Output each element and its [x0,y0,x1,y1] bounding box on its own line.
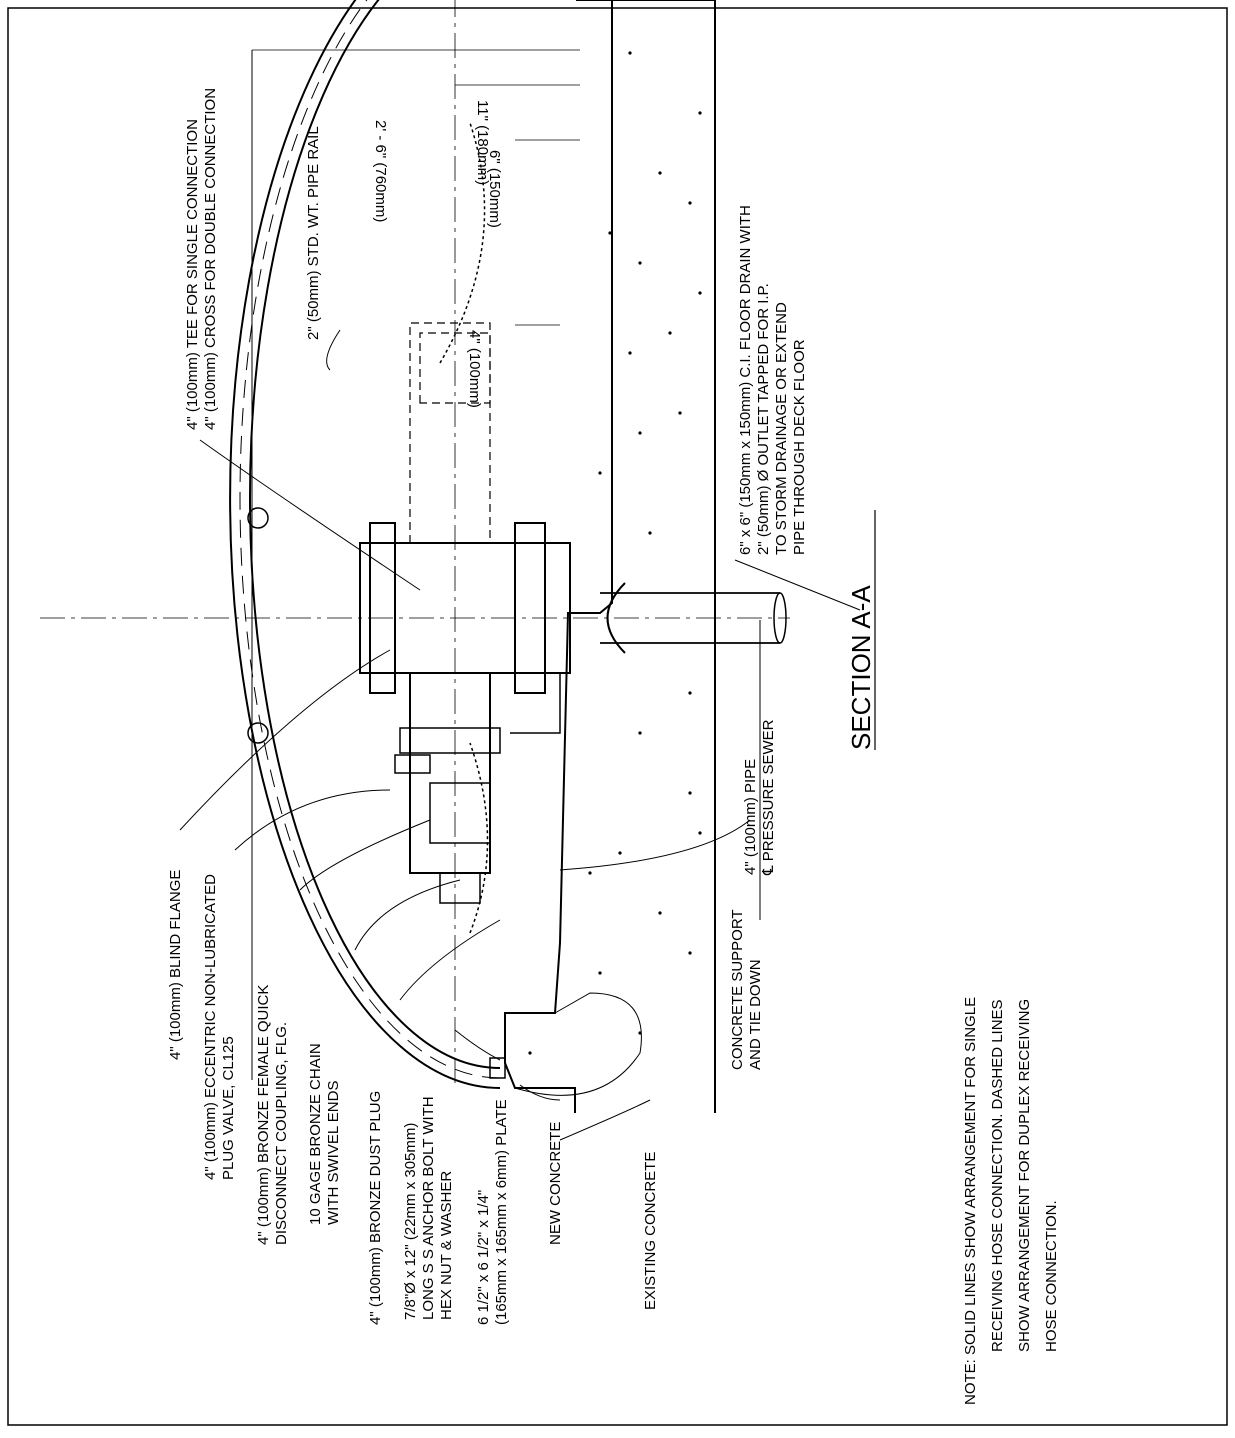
section-geometry [40,0,790,1113]
label-chain-2: WITH SWIVEL ENDS [325,1081,342,1225]
valve-flange-left [399,727,501,754]
label-dust-plug: 4" (100mm) BRONZE DUST PLUG [367,1091,384,1325]
section-title: SECTION A-A [846,585,876,750]
note-line4: HOSE CONNECTION. [1043,1200,1060,1352]
label-anchor-1: 7/8"Ø x 12" (22mm x 305mm) [402,1123,419,1320]
label-coupling-2: DISCONNECT COUPLING, FLG. [273,1022,290,1245]
chain-left [469,742,489,934]
dim-6: 6" (150mm) [486,150,503,228]
chain-right [439,122,486,364]
quick-coupling [429,782,491,844]
label-floor-drain-2: 2" (50mm) Ø OUTLET TAPPED FOR I.P. [755,283,772,555]
label-concrete-support-1: CONCRETE SUPPORT [729,909,746,1070]
label-pipe-100: 4" (100mm) PIPE [742,759,759,875]
label-plug-valve-2: PLUG VALVE, CL125 [220,1036,237,1180]
label-pressure-sewer: ℄ PRESSURE SEWER [760,719,777,876]
leader-lines [179,329,861,1141]
label-anchor-2: LONG S S ANCHOR BOLT WITH [420,1096,437,1320]
dim-overall: 2' - 6" (760mm) [372,120,389,222]
label-floor-drain-1: 6" x 6" (150mm x 150mm) C.I. FLOOR DRAIN… [737,205,754,555]
pipe-rail-centerline [239,0,501,1079]
pipe-rail-outer [229,0,501,1089]
label-plate-2: (165mm x 165mm x 6mm) PLATE [493,1099,510,1325]
duplex-valve [409,322,491,544]
drawing-border [7,7,1228,1426]
anchor-embed-left [514,992,642,1096]
label-pipe-rail: 2" (50mm) STD. WT. PIPE RAIL [305,126,322,340]
label-tee-line1: 4" (100mm) TEE FOR SINGLE CONNECTION [184,119,201,430]
concrete-stipple [528,51,702,1055]
rail-marker-right [247,507,269,529]
label-coupling-1: 4" (100mm) BRONZE FEMALE QUICK [255,985,272,1245]
label-floor-drain-4: PIPE THROUGH DECK FLOOR [791,339,808,555]
anchor-bolt-left [489,1057,506,1079]
rail-marker-left [247,722,269,744]
pipe-rail-inner [249,0,501,1069]
label-concrete-support-2: AND TIE DOWN [747,959,764,1070]
label-new-concrete: NEW CONCRETE [547,1122,564,1245]
tee-body [359,542,571,674]
valve-stem [394,754,431,774]
labels: 4" (100mm) TEE FOR SINGLE CONNECTION 4" … [167,88,1060,1405]
label-anchor-3: HEX NUT & WASHER [438,1171,455,1320]
label-plug-valve-1: 4" (100mm) ECCENTRIC NON-LUBRICATED [202,874,219,1180]
note-line2: RECEIVING HOSE CONNECTION. DASHED LINES [989,999,1006,1352]
note-line3: SHOW ARRANGEMENT FOR DUPLEX RECEIVING [1016,999,1033,1352]
concrete-support [510,673,561,734]
bottom-flange [514,522,546,694]
label-plate-1: 6 1/2" x 6 1/2" x 1/4" [475,1190,492,1325]
drain-pipe [600,592,780,644]
dim-11: 11" (180mm) [474,100,491,185]
dust-plug [439,872,481,904]
blind-flange [369,522,396,694]
label-chain-1: 10 GAGE BRONZE CHAIN [307,1043,324,1225]
concrete-slab [499,0,716,1113]
note-line1: NOTE: SOLID LINES SHOW ARRANGEMENT FOR S… [962,997,979,1405]
label-blind-flange: 4" (100mm) BLIND FLANGE [167,870,184,1060]
label-floor-drain-3: TO STORM DRAINAGE OR EXTEND [773,302,790,555]
label-existing-concrete: EXISTING CONCRETE [642,1152,659,1310]
label-tee-line2: 4" (100mm) CROSS FOR DOUBLE CONNECTION [202,88,219,430]
dim-4: 4" (100mm) [466,330,483,408]
